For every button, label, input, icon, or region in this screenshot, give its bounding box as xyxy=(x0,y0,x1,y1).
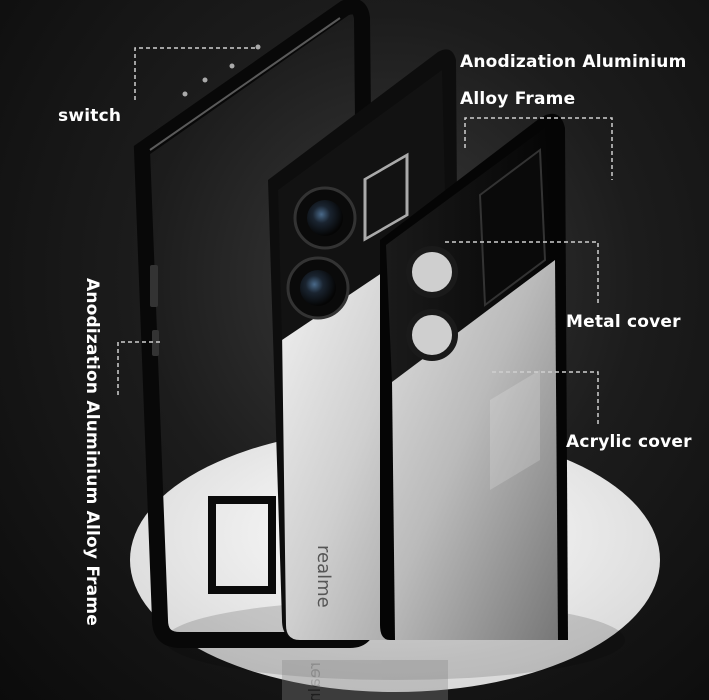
phone-brand-reflection: realme xyxy=(305,662,324,700)
label-metal-cover: Metal cover xyxy=(566,312,681,332)
label-acrylic-cover: Acrylic cover xyxy=(566,432,692,452)
callout-metal xyxy=(445,241,599,305)
callout-acrylic xyxy=(492,371,599,425)
callout-frame-top xyxy=(464,117,613,180)
callout-lines xyxy=(117,47,613,425)
phone-reflection: realme xyxy=(282,660,448,700)
label-side-frame: Anodization Aluminium Alloy Frame xyxy=(82,278,102,626)
label-frame-line1: Anodization Aluminium xyxy=(460,52,687,72)
phone-brand-logo: realme xyxy=(313,545,334,608)
phone-case xyxy=(380,113,568,640)
callout-side xyxy=(117,341,160,395)
callout-switch xyxy=(134,47,256,100)
label-switch: switch xyxy=(58,106,122,126)
label-frame-line2: Alloy Frame xyxy=(460,89,576,109)
